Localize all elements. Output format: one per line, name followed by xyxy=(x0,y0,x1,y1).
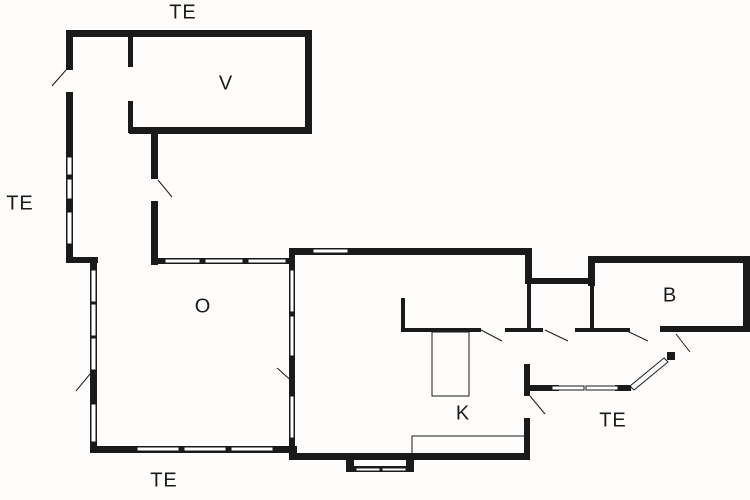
room-label-v: V xyxy=(218,72,234,95)
window xyxy=(183,446,227,452)
wall xyxy=(667,352,675,360)
room-label-o: O xyxy=(194,295,212,318)
window xyxy=(247,258,287,264)
window xyxy=(629,357,669,391)
door-swing xyxy=(675,333,691,353)
door-swing xyxy=(624,329,649,342)
wall xyxy=(527,282,531,332)
terrace-label-right: TE xyxy=(599,409,627,432)
wall xyxy=(401,298,405,332)
wall xyxy=(66,257,98,263)
door-swing xyxy=(75,373,91,392)
window xyxy=(164,258,201,264)
door-swing xyxy=(480,329,503,342)
window xyxy=(90,303,97,337)
wall xyxy=(575,328,630,332)
terrace-label-left: TE xyxy=(6,192,34,215)
window xyxy=(355,467,381,472)
wall xyxy=(151,131,158,179)
wall xyxy=(128,33,133,67)
window xyxy=(230,446,274,452)
window xyxy=(90,337,97,371)
window xyxy=(312,248,349,254)
wall xyxy=(524,364,530,396)
room-label-b: B xyxy=(662,284,678,307)
window xyxy=(66,211,73,245)
door-swing xyxy=(51,69,67,87)
wall xyxy=(129,127,312,134)
door-swing xyxy=(544,329,569,342)
door-swing xyxy=(276,367,295,384)
window xyxy=(66,156,73,176)
kitchen-island xyxy=(431,331,470,397)
kitchen-counter xyxy=(411,435,524,456)
wall xyxy=(588,256,750,263)
window xyxy=(136,446,180,452)
wall xyxy=(615,385,631,391)
window xyxy=(204,258,244,264)
wall xyxy=(66,92,73,262)
window xyxy=(551,385,585,391)
window xyxy=(585,385,619,391)
wall xyxy=(401,328,481,332)
wall xyxy=(660,326,750,332)
wall xyxy=(66,30,73,70)
wall xyxy=(151,201,158,265)
wall xyxy=(305,30,312,134)
wall xyxy=(406,453,414,471)
wall xyxy=(743,256,750,332)
room-label-k: K xyxy=(455,402,471,425)
wall xyxy=(505,328,543,332)
wall xyxy=(525,278,593,284)
terrace-label-top: TE xyxy=(169,1,197,24)
window xyxy=(289,269,295,313)
window xyxy=(381,467,407,472)
wall xyxy=(588,256,595,286)
wall xyxy=(66,30,312,37)
terrace-label-bottom: TE xyxy=(150,469,178,492)
wall xyxy=(590,282,594,332)
wall xyxy=(128,101,133,133)
window xyxy=(66,178,73,200)
wall xyxy=(346,453,354,471)
window xyxy=(90,403,97,443)
door-swing xyxy=(529,395,546,415)
wall xyxy=(525,248,532,284)
window xyxy=(289,395,295,439)
wall xyxy=(524,418,530,458)
window xyxy=(90,269,97,303)
window xyxy=(289,315,295,357)
door-swing xyxy=(157,179,173,198)
wall xyxy=(524,385,559,391)
wall xyxy=(289,248,532,255)
